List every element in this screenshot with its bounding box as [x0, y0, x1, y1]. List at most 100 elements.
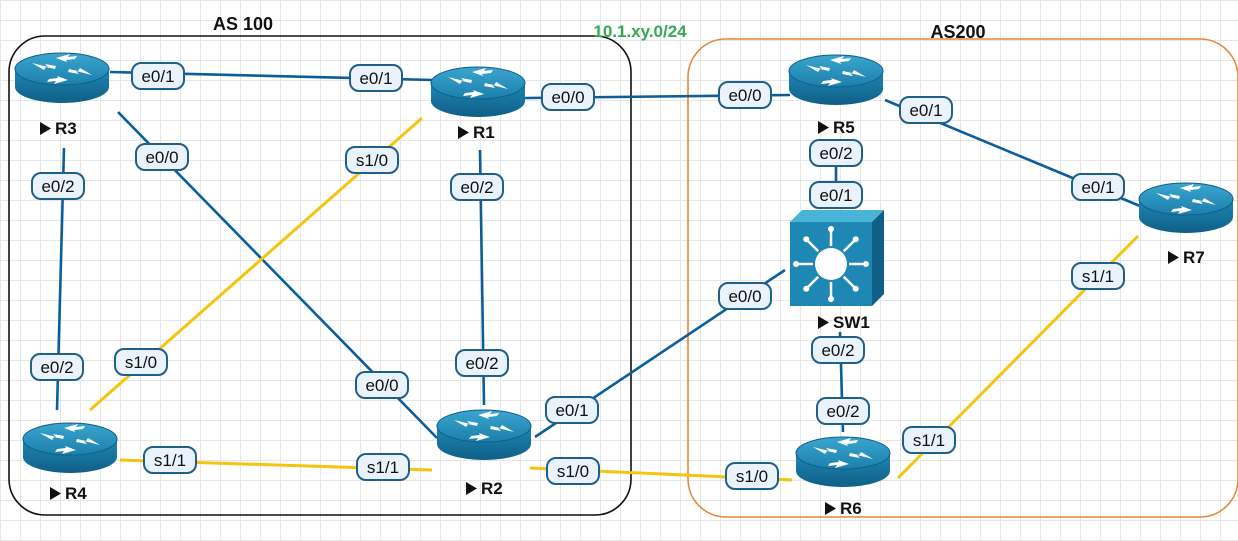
- play-arrow-icon: [466, 482, 477, 495]
- interface-name: e0/2: [821, 341, 854, 360]
- interface-label-box: [30, 353, 84, 381]
- interface-label-r2-e0-0: e0/0: [355, 371, 409, 399]
- interface-name: e0/1: [555, 401, 588, 420]
- interface-name: s1/0: [356, 151, 388, 170]
- interface-label-r3-e0-1: e0/1: [131, 62, 185, 90]
- interface-name: e0/1: [141, 67, 174, 86]
- device-r1[interactable]: R1: [430, 66, 526, 142]
- interface-label-box: [345, 146, 399, 174]
- router-icon: [788, 54, 884, 106]
- interface-label-box: [811, 336, 865, 364]
- interface-label-sw1-e0-1: e0/1: [809, 181, 863, 209]
- play-arrow-icon: [818, 316, 829, 329]
- interface-label-r5-e0-2: e0/2: [809, 139, 863, 167]
- interface-label-r1-e0-1: e0/1: [349, 64, 403, 92]
- interface-name: e0/2: [40, 358, 73, 377]
- interface-label-box: [718, 81, 772, 109]
- interface-name: s1/0: [557, 462, 589, 481]
- interface-label-box: [114, 348, 168, 376]
- device-r7[interactable]: R7: [1138, 182, 1234, 267]
- as200-title: AS200: [930, 22, 985, 42]
- router-icon: [436, 409, 532, 461]
- interface-name: e0/0: [365, 376, 398, 395]
- interface-label-box: [546, 457, 600, 485]
- interface-label-r4-s1-0: s1/0: [114, 348, 168, 376]
- interface-label-r3-e0-0: e0/0: [135, 143, 189, 171]
- interface-label-box: [131, 62, 185, 90]
- interface-name: e0/2: [41, 177, 74, 196]
- device-label: R2: [481, 479, 503, 498]
- interface-label-r7-s1-1: s1/1: [1071, 262, 1125, 290]
- interface-name: s1/1: [1082, 267, 1114, 286]
- as100-boundary: [8, 35, 632, 516]
- device-label: SW1: [833, 313, 870, 332]
- interface-label-r1-s1-0: s1/0: [345, 146, 399, 174]
- play-arrow-icon: [1168, 251, 1179, 264]
- play-arrow-icon: [818, 121, 829, 134]
- interface-name: e0/1: [1081, 178, 1114, 197]
- interface-label-r6-e0-2: e0/2: [816, 397, 870, 425]
- play-arrow-icon: [50, 487, 61, 500]
- interface-label-box: [902, 426, 956, 454]
- interface-label-box: [541, 83, 595, 111]
- interface-label-box: [816, 397, 870, 425]
- interface-label-r7-e0-1: e0/1: [1071, 173, 1125, 201]
- interface-name: s1/1: [913, 431, 945, 450]
- device-label: R1: [473, 123, 495, 142]
- interface-label-r5-e0-0: e0/0: [718, 81, 772, 109]
- device-label: R3: [55, 119, 77, 138]
- interface-name: e0/0: [728, 287, 761, 306]
- interface-name: s1/0: [125, 353, 157, 372]
- interface-name: e0/1: [909, 101, 942, 120]
- device-sw1[interactable]: SW1: [790, 210, 884, 332]
- interface-label-box: [725, 462, 779, 490]
- device-r5[interactable]: R5: [788, 54, 884, 137]
- device-r3[interactable]: R3: [14, 52, 110, 138]
- interface-label-sw1-e0-2: e0/2: [811, 336, 865, 364]
- interface-label-box: [1071, 173, 1125, 201]
- play-arrow-icon: [40, 122, 51, 135]
- interface-label-box: [1071, 262, 1125, 290]
- interface-name: s1/1: [154, 451, 186, 470]
- interface-label-box: [718, 282, 772, 310]
- interface-label-sw1-e0-0: e0/0: [718, 282, 772, 310]
- interface-name: s1/0: [736, 467, 768, 486]
- router-icon: [795, 436, 891, 488]
- interface-label-box: [809, 181, 863, 209]
- interface-label-r2-s1-1: s1/1: [356, 453, 410, 481]
- interface-name: e0/1: [819, 186, 852, 205]
- interface-label-box: [356, 453, 410, 481]
- interface-name: e0/2: [460, 178, 493, 197]
- interface-name: e0/0: [728, 86, 761, 105]
- device-r6[interactable]: R6: [795, 436, 891, 518]
- interface-label-r4-e0-2: e0/2: [30, 353, 84, 381]
- interface-label-box: [899, 96, 953, 124]
- interface-label-r2-e0-1: e0/1: [545, 396, 599, 424]
- interface-label-box: [143, 446, 197, 474]
- router-icon: [14, 52, 110, 104]
- as100-title: AS 100: [213, 14, 273, 34]
- interface-label-box: [31, 172, 85, 200]
- interface-label-box: [809, 139, 863, 167]
- interface-label-r1-e0-0: e0/0: [541, 83, 595, 111]
- interface-name: s1/1: [367, 458, 399, 477]
- router-icon: [430, 66, 526, 118]
- router-icon: [1138, 182, 1234, 234]
- device-label: R4: [65, 484, 87, 503]
- interface-name: e0/2: [826, 402, 859, 421]
- interface-label-r4-s1-1: s1/1: [143, 446, 197, 474]
- interface-label-r6-s1-0: s1/0: [725, 462, 779, 490]
- device-r2[interactable]: R2: [436, 409, 532, 498]
- interface-label-r6-s1-1: s1/1: [902, 426, 956, 454]
- interface-label-box: [450, 173, 504, 201]
- interface-label-box: [349, 64, 403, 92]
- multilayer-switch-icon: [790, 210, 884, 306]
- device-label: R7: [1183, 248, 1205, 267]
- interface-label-box: [135, 143, 189, 171]
- interface-label-r2-s1-0: s1/0: [546, 457, 600, 485]
- play-arrow-icon: [458, 126, 469, 139]
- interface-label-r2-e0-2: e0/2: [455, 349, 509, 377]
- interface-label-box: [545, 396, 599, 424]
- device-r4[interactable]: R4: [22, 422, 118, 503]
